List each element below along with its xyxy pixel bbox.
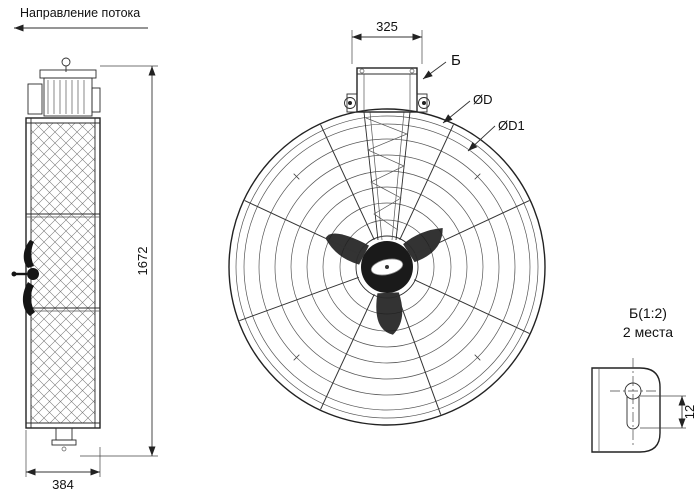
dim-325-label: 325: [376, 19, 398, 34]
callout-b-label: Б: [451, 52, 461, 69]
dim-384-label: 384: [52, 477, 74, 492]
mount-bracket: [344, 67, 430, 113]
detail-subtitle: 2 места: [623, 324, 673, 340]
wire-clips: [293, 173, 481, 361]
diameter-outer: ØD: [442, 92, 493, 124]
diameter-inner: ØD1: [467, 118, 525, 152]
front-view: 325 Б ØD ØD1: [228, 19, 546, 426]
impeller-front: [325, 228, 443, 335]
detail-title: Б(1:2): [629, 305, 667, 321]
side-view: 1672 384: [11, 57, 158, 492]
flow-direction-label: Направление потока: [20, 6, 140, 20]
motor-housing: [43, 77, 93, 117]
callout-b: Б: [422, 52, 461, 80]
detail-view: Б(1:2) 2 места 12: [591, 305, 697, 453]
impeller-side: [11, 240, 39, 316]
mount-foot: [55, 427, 73, 441]
dia-d1-label: ØD1: [498, 118, 525, 133]
dim-12-label: 12: [682, 405, 697, 419]
guard-outer-ring: [228, 108, 546, 426]
guard-mesh: [31, 123, 95, 423]
dim-1672-label: 1672: [135, 247, 150, 276]
flow-direction: Направление потока: [14, 6, 148, 32]
support-tower: [363, 111, 411, 241]
dimension-width: 384: [25, 430, 101, 492]
dia-d-label: ØD: [473, 92, 493, 107]
detail-plate: [591, 367, 661, 453]
junction-box: [27, 83, 43, 115]
bracket-ear-left: [344, 97, 356, 109]
bracket-ear-right: [418, 97, 430, 109]
eyebolt-icon: [61, 57, 71, 67]
guard-spokes: [239, 124, 530, 415]
dimension-height: 1672: [80, 65, 158, 457]
hub-ring: [355, 235, 419, 299]
dimension-bracket: 325: [351, 19, 423, 64]
dimension-slot: 12: [640, 395, 697, 429]
